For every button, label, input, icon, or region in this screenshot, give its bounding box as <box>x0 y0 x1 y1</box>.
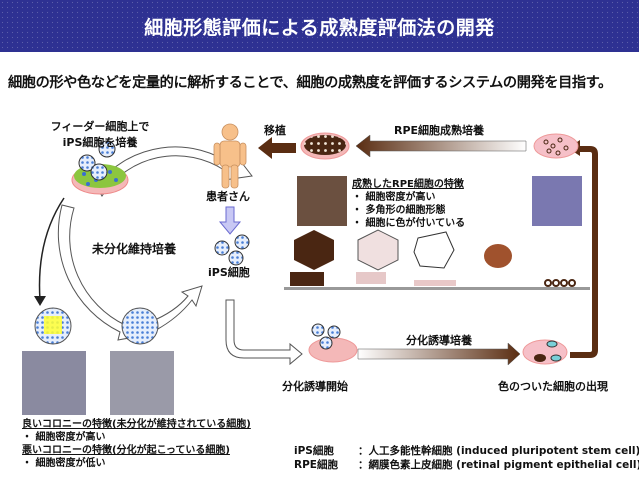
page-title: 細胞形態評価による成熟度評価法の開発 <box>144 16 495 39</box>
good-colony-icon <box>34 307 72 345</box>
patient-label: 患者さん <box>206 190 250 203</box>
rpe-maturation-label: RPE細胞成熟培養 <box>394 124 485 137</box>
mature-rpe-photo <box>297 176 347 226</box>
sample-arrow <box>38 197 65 301</box>
differentiation-start-label: 分化誘導開始 <box>282 380 348 393</box>
mature-rpe-features: 成熟したRPE細胞の特徴 ・ 細胞密度が高い ・ 多角形の細胞形態 ・ 細胞に色… <box>352 179 466 229</box>
maturation-return-arrow <box>568 140 598 358</box>
bad-colony-photo <box>110 351 174 415</box>
differentiation-culture-label: 分化誘導培養 <box>406 334 472 347</box>
subtitle: 細胞の形や色などを定量的に解析することで、細胞の成熟度を評価するシステムの開発を… <box>8 75 612 91</box>
mature-rpe-dish <box>300 132 350 160</box>
glossary-item: iPS細胞：人工多能性幹細胞 (induced pluripotent stem… <box>294 445 639 457</box>
title-bar: 細胞形態評価による成熟度評価法の開発 <box>0 0 639 52</box>
good-colony-photo <box>22 351 86 415</box>
glossary: iPS細胞：人工多能性幹細胞 (induced pluripotent stem… <box>294 444 639 472</box>
colored-cells-dish <box>522 339 568 365</box>
colony-features: 良いコロニーの特徴(未分化が維持されている細胞) ・ 細胞密度が高い 悪いコロニ… <box>22 419 251 469</box>
scattered-cells-dish <box>533 133 579 159</box>
transplant-arrow <box>258 137 296 159</box>
ips-to-differentiation-arrow <box>225 299 303 366</box>
bad-colony-icon <box>121 307 159 345</box>
rpe-maturation-arrow <box>355 134 527 158</box>
cell-morphology-row <box>284 229 590 290</box>
feeder-dish <box>71 140 129 195</box>
ips-cells-label: iPS細胞 <box>208 266 250 279</box>
differentiation-culture-arrow <box>357 342 521 366</box>
patient-figure-icon <box>213 123 247 189</box>
ips-cells-icon <box>214 234 250 266</box>
colored-cells-label: 色のついた細胞の出現 <box>498 380 608 393</box>
glossary-item: RPE細胞：網膜色素上皮細胞 (retinal pigment epitheli… <box>294 459 639 471</box>
transplant-label: 移植 <box>264 124 286 137</box>
differentiation-start-dish <box>308 323 358 363</box>
maintenance-culture-label: 未分化維持培養 <box>92 242 177 256</box>
feeder-label: フィーダー細胞上で iPS細胞を培養 <box>50 120 150 149</box>
patient-to-ips-arrow <box>218 206 242 235</box>
immature-rpe-photo <box>532 176 582 226</box>
